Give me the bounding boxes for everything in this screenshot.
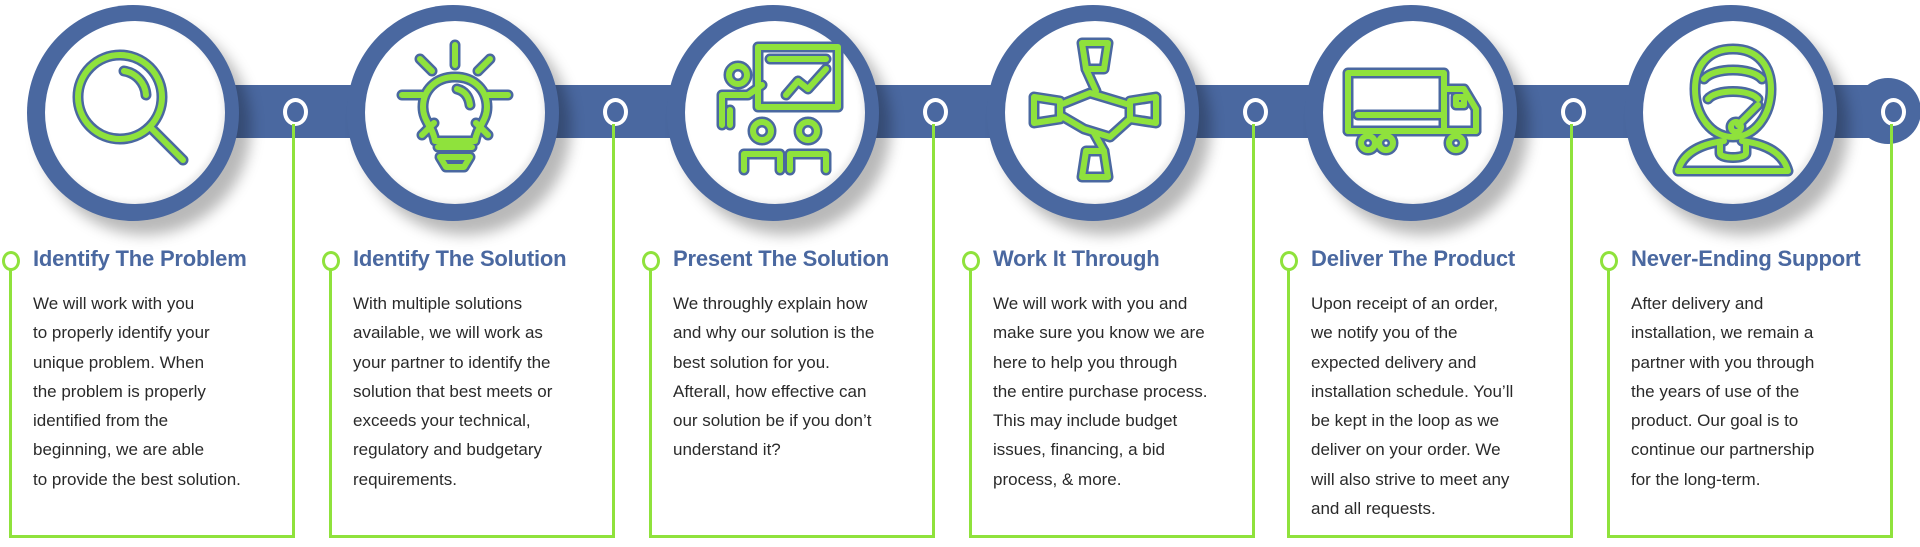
timeline-node [1881,98,1906,126]
description-line: will also strive to meet any [1311,469,1510,489]
description-line: beginning, we are able [33,440,205,460]
description-line: available, we will work as [353,323,543,343]
step-description: We will work with you and make sure you k… [993,289,1208,494]
box-bottom-line [329,535,615,538]
description-line: best solution for you. [673,352,830,372]
title-bullet [962,251,980,271]
description-line: be kept in the loop as we [1311,411,1500,431]
step-description: We will work with you to properly identif… [33,289,241,494]
truck-icon [1342,67,1482,156]
timeline-node [603,98,628,126]
description-line: understand it? [673,440,781,460]
description-line: the problem is properly [33,381,206,401]
description-line: partner with you through [1631,352,1815,372]
connector-line [1890,124,1893,537]
description-line: We will work with you [33,294,195,313]
description-line: Upon receipt of an order, [1311,294,1499,313]
title-bullet [322,251,340,271]
description-line: identified from the [33,411,169,431]
step-title: Identify The Solution [353,246,567,271]
step-description: Upon receipt of an order, we notify you o… [1311,289,1513,523]
step-title: Work It Through [993,246,1160,271]
description-line: installation schedule. You’ll [1311,381,1514,401]
title-bullet [642,251,660,271]
box-left-line [1287,270,1290,538]
magnifier-icon [72,49,189,166]
icon-circle-inner [45,21,225,204]
process-step-4: Work It Through We will work with you an… [960,0,1280,547]
description-line: and why our solution is the [673,323,875,343]
description-line: This may include budget [993,411,1178,431]
description-line: Afterall, how effective can [673,381,867,401]
process-step-6: Never-Ending Support After delivery and i… [1598,0,1918,547]
description-line: the years of use of the [1631,381,1800,401]
box-bottom-line [9,535,295,538]
box-bottom-line [969,535,1255,538]
presentation-icon [716,41,844,176]
connector-line [1570,124,1573,537]
box-left-line [1607,270,1610,538]
box-bottom-line [649,535,935,538]
description-line: product. Our goal is to [1631,411,1799,431]
timeline-node [923,98,948,126]
box-bottom-line [1287,535,1573,538]
process-step-5: Deliver The Product Upon receipt of an o… [1278,0,1598,547]
connector-line [612,124,615,537]
description-line: the entire purchase process. [993,381,1208,401]
description-line: issues, financing, a bid [993,440,1165,460]
handshake-icon [1028,37,1162,183]
description-line: installation, we remain a [1631,323,1814,343]
description-line: here to help you through [993,352,1178,372]
timeline-node [1561,98,1586,126]
box-left-line [9,270,12,538]
connector-line [1252,124,1255,537]
description-line: solution that best meets or [353,381,553,401]
description-line: expected delivery and [1311,352,1477,372]
lightbulb-icon [396,39,514,173]
process-step-1: Identify The Problem We will work with y… [0,0,320,547]
description-line: our solution be if you don’t [673,411,872,431]
description-line: regulatory and budgetary [353,440,543,460]
title-bullet [2,251,20,271]
description-line: and all requests. [1311,499,1436,519]
description-line: unique problem. When [33,352,205,372]
step-description: With multiple solutions available, we wil… [353,289,552,494]
connector-line [292,124,295,537]
description-line: we notify you of the [1311,323,1458,343]
box-left-line [329,270,332,538]
description-line: We will work with you and [993,294,1188,313]
step-description: We throughly explain how and why our solu… [673,289,874,465]
description-line: for the long-term. [1631,469,1761,489]
description-line: to provide the best solution. [33,469,241,489]
description-line: With multiple solutions [353,294,523,313]
step-description: After delivery and installation, we remai… [1631,289,1814,494]
description-line: exceeds your technical, [353,411,531,431]
description-line: your partner to identify the [353,352,551,372]
description-line: deliver on your order. We [1311,440,1501,460]
connector-line [932,124,935,537]
step-title: Deliver The Product [1311,246,1516,271]
description-line: process, & more. [993,469,1122,489]
step-title: Never-Ending Support [1631,246,1861,271]
process-step-2: Identify The Solution With multiple solu… [320,0,640,547]
timeline-node [1243,98,1268,126]
box-left-line [649,270,652,538]
description-line: to properly identify your [33,323,210,343]
timeline-node [283,98,308,126]
step-title: Identify The Problem [33,246,247,271]
step-title: Present The Solution [673,246,890,271]
box-bottom-line [1607,535,1893,538]
title-bullet [1600,251,1618,271]
description-line: requirements. [353,469,457,489]
support-agent-icon [1672,43,1794,177]
description-line: make sure you know we are [993,323,1205,343]
process-step-3: Present The Solution We throughly explai… [640,0,960,547]
description-line: We throughly explain how [673,294,868,313]
box-left-line [969,270,972,538]
title-bullet [1280,251,1298,271]
description-line: continue our partnership [1631,440,1815,460]
description-line: After delivery and [1631,294,1764,313]
